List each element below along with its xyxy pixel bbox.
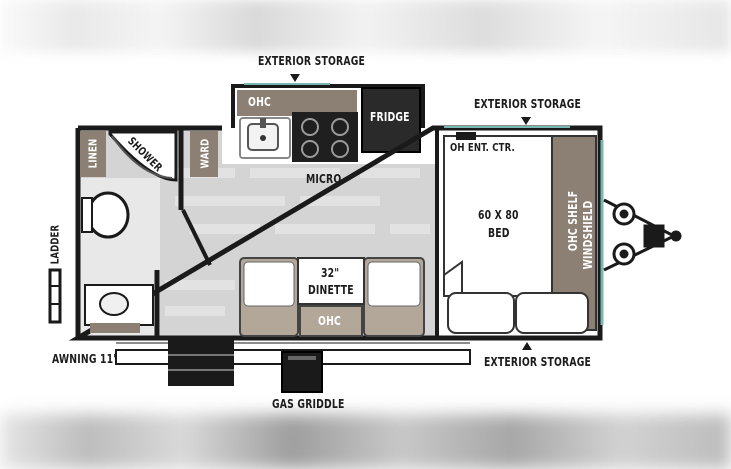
ward-cabinet bbox=[190, 131, 218, 177]
arrow-bottom bbox=[522, 342, 532, 350]
label-fridge: FRIDGE bbox=[370, 110, 410, 124]
sink-drain bbox=[260, 135, 266, 141]
label-dinette-size: 32" bbox=[321, 266, 340, 280]
label-gas-griddle: GAS GRIDDLE bbox=[272, 397, 345, 411]
label-ohc-shelf: OHC SHELF bbox=[566, 190, 580, 252]
vanity-base bbox=[90, 323, 140, 333]
blurred-background-bottom bbox=[0, 414, 731, 469]
toilet-tank bbox=[81, 197, 93, 233]
ohc-cabinet bbox=[237, 90, 357, 116]
dinette-ohc bbox=[299, 305, 363, 337]
label-exterior-storage-right: EXTERIOR STORAGE bbox=[474, 97, 582, 111]
arrow-right-top bbox=[521, 117, 531, 125]
hitch bbox=[603, 198, 682, 272]
bed-seat-left bbox=[447, 292, 515, 334]
label-oh-ent-ctr: OH ENT. CTR. bbox=[450, 141, 515, 154]
arrow-top bbox=[290, 74, 300, 82]
label-exterior-storage-bottom: EXTERIOR STORAGE bbox=[484, 355, 592, 369]
linen-cabinet bbox=[80, 131, 106, 177]
toilet bbox=[86, 191, 130, 239]
label-ladder: LADDER bbox=[48, 224, 62, 265]
ent-center-box bbox=[456, 132, 476, 140]
label-windshield: WINDSHIELD bbox=[581, 200, 595, 270]
dinette-table bbox=[297, 257, 365, 305]
entry-steps bbox=[168, 340, 234, 386]
label-ward: WARD bbox=[198, 138, 212, 169]
label-bed: BED bbox=[488, 226, 510, 240]
ladder bbox=[48, 268, 62, 324]
stove bbox=[292, 112, 358, 162]
dinette-cushion-left bbox=[243, 261, 295, 307]
label-ohc-kitchen: OHC bbox=[248, 95, 271, 109]
shower-curve bbox=[111, 135, 173, 179]
label-bed-size: 60 X 80 bbox=[478, 208, 519, 222]
label-linen: LINEN bbox=[86, 138, 100, 169]
label-micro: MICRO bbox=[306, 172, 342, 186]
label-dinette: DINETTE bbox=[308, 283, 354, 297]
blurred-background-top bbox=[0, 0, 731, 52]
bed-seat-right bbox=[515, 292, 589, 334]
vanity-sink bbox=[99, 292, 129, 316]
stove-burners bbox=[301, 118, 349, 158]
label-exterior-storage-top: EXTERIOR STORAGE bbox=[258, 54, 366, 68]
dinette-cushion-right bbox=[367, 261, 421, 307]
label-awning: AWNING 11' bbox=[52, 352, 117, 366]
bath-door bbox=[181, 209, 212, 266]
faucet bbox=[260, 118, 266, 128]
label-ohc-dinette: OHC bbox=[318, 314, 341, 328]
